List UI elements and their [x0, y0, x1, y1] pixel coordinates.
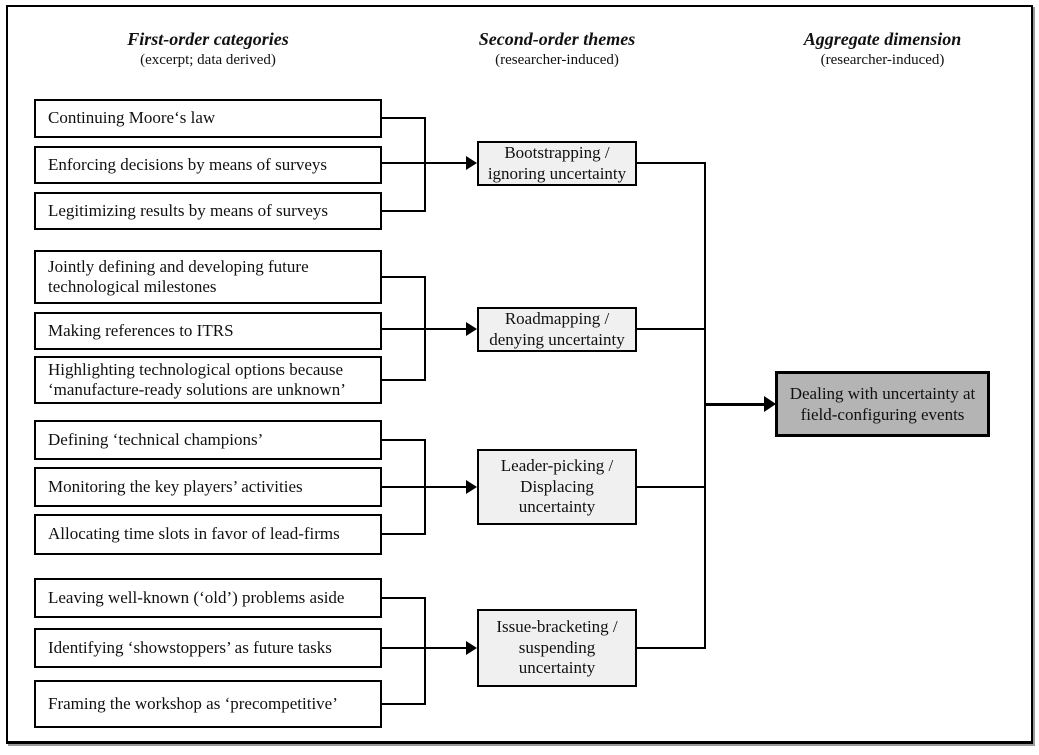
second-order-theme-box: Leader-picking / Displacing uncertainty	[477, 449, 637, 525]
connector-line	[637, 328, 706, 330]
outer-border	[6, 5, 1033, 744]
first-order-category-box: Allocating time slots in favor of lead-f…	[34, 514, 382, 555]
first-order-category-box: Legitimizing results by means of surveys	[34, 192, 382, 230]
connector-line	[382, 486, 466, 488]
arrowhead-icon	[466, 156, 477, 170]
connector-line	[424, 117, 426, 212]
arrowhead-icon	[466, 480, 477, 494]
first-order-category-box: Monitoring the key players’ activities	[34, 467, 382, 507]
second-order-theme-box: Bootstrapping / ignoring uncertainty	[477, 141, 637, 186]
first-order-category-box: Enforcing decisions by means of surveys	[34, 146, 382, 184]
arrowhead-icon	[466, 322, 477, 336]
column-header-second-order: Second-order themes (researcher-induced)	[437, 28, 677, 69]
connector-line	[382, 210, 426, 212]
connector-line	[382, 439, 426, 441]
connector-line	[382, 276, 426, 278]
first-order-category-box: Making references to ITRS	[34, 312, 382, 350]
column-subtitle: (researcher-induced)	[820, 51, 945, 68]
connector-line	[382, 328, 466, 330]
arrowhead-icon	[764, 396, 776, 412]
connector-line	[382, 117, 426, 119]
connector-line	[704, 403, 766, 406]
connector-line	[382, 162, 466, 164]
connector-line	[424, 597, 426, 705]
connector-line	[382, 379, 426, 381]
connector-line	[382, 597, 426, 599]
aggregate-dimension-box: Dealing with uncertainty at field-config…	[775, 371, 990, 437]
column-subtitle: (excerpt; data derived)	[140, 51, 276, 68]
connector-line	[637, 162, 706, 164]
first-order-category-box: Framing the workshop as ‘precompetitive’	[34, 680, 382, 728]
first-order-category-box: Leaving well-known (‘old’) problems asid…	[34, 578, 382, 618]
column-subtitle: (researcher-induced)	[495, 51, 619, 68]
connector-line	[382, 533, 426, 535]
first-order-category-box: Jointly defining and developing future t…	[34, 250, 382, 304]
first-order-category-box: Highlighting technological options becau…	[34, 356, 382, 404]
arrowhead-icon	[466, 641, 477, 655]
second-order-theme-box: Issue-bracketing / suspending uncertaint…	[477, 609, 637, 687]
column-header-aggregate: Aggregate dimension (researcher-induced)	[762, 28, 1003, 69]
column-title: First-order categories	[127, 29, 289, 49]
connector-line	[637, 486, 706, 488]
connector-line	[382, 647, 466, 649]
column-header-first-order: First-order categories (excerpt; data de…	[58, 28, 358, 69]
first-order-category-box: Identifying ‘showstoppers’ as future tas…	[34, 628, 382, 668]
first-order-category-box: Continuing Moore‘s law	[34, 99, 382, 138]
connector-line	[382, 703, 426, 705]
second-order-theme-box: Roadmapping / denying uncertainty	[477, 307, 637, 352]
column-title: Aggregate dimension	[803, 29, 962, 49]
connector-line	[637, 647, 706, 649]
column-title: Second-order themes	[478, 29, 636, 49]
first-order-category-box: Defining ‘technical champions’	[34, 420, 382, 460]
